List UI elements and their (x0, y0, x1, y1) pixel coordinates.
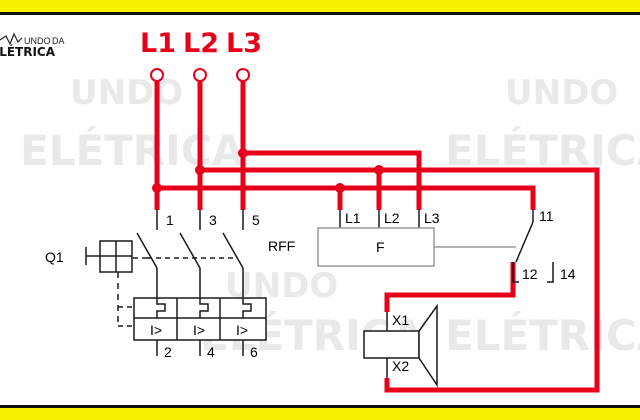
bottom-frame-line (0, 405, 640, 408)
siren-icon (363, 303, 438, 388)
logo-line1: UNDO (24, 36, 51, 46)
top-frame-bar (0, 0, 640, 12)
relay-input-l2: L2 (384, 210, 400, 226)
breaker-q1 (117, 210, 244, 356)
phase-label-l1: L1 (140, 28, 176, 59)
phase-label-l2: L2 (183, 28, 219, 59)
watermark-text-1: UNDO (70, 73, 183, 113)
relay-input-l3: L3 (424, 210, 440, 226)
terminal-2: 2 (164, 344, 172, 360)
junction-dot (374, 165, 384, 175)
siren-terminal-x1: X1 (392, 312, 409, 328)
logo-wave-icon (0, 32, 23, 46)
terminal-5: 5 (252, 212, 260, 228)
terminal-3: 3 (209, 212, 217, 228)
thermal-magnetic-blocks (133, 297, 267, 341)
terminal-6: 6 (250, 344, 258, 360)
junction-dot (335, 183, 345, 193)
wire-siren-return (379, 167, 600, 393)
top-frame-line (0, 12, 640, 15)
siren-terminal-x2: X2 (392, 358, 409, 374)
thermal-mark: I> (193, 322, 205, 338)
logo-line1-small: DA (52, 36, 65, 46)
relay-name: RFF (268, 238, 295, 254)
relay-contact (512, 210, 554, 283)
junction-dot (238, 148, 248, 158)
terminal-l3-icon (236, 68, 250, 82)
relay-rff (317, 210, 516, 267)
logo-line2: ELÉTRICA (0, 44, 56, 59)
watermark-text-2: ELÉTRICA (20, 125, 245, 175)
watermark-text-3: UNDO (505, 73, 618, 113)
contact-common-label: 11 (539, 208, 554, 224)
breaker-name: Q1 (45, 249, 64, 265)
relay-input-l1: L1 (345, 210, 361, 226)
terminal-l2-icon (193, 68, 207, 82)
terminal-l1-icon (150, 68, 164, 82)
relay-body-label: F (376, 239, 385, 255)
terminal-1: 1 (166, 212, 174, 228)
junction-dot (152, 183, 162, 193)
breaker-operator-icon (85, 240, 133, 273)
logo: UNDO DA ELÉTRICA (0, 32, 65, 59)
contact-no-label: 14 (560, 266, 576, 282)
watermark-text-7: ELÉTRICA (445, 310, 640, 360)
thermal-mark: I> (150, 322, 162, 338)
contact-nc-label: 12 (522, 266, 538, 282)
wire-l3-bus (243, 150, 422, 210)
phase-label-l3: L3 (226, 28, 262, 59)
terminal-4: 4 (207, 344, 215, 360)
watermark-text-4: ELÉTRICA (445, 125, 640, 175)
terminals-and-junctions (150, 68, 384, 193)
bottom-frame-bar (0, 408, 640, 420)
wire-nc-to-siren (384, 262, 516, 312)
wire-l1-bus (157, 185, 536, 210)
thermal-mark: I> (236, 322, 248, 338)
junction-dot (195, 165, 205, 175)
